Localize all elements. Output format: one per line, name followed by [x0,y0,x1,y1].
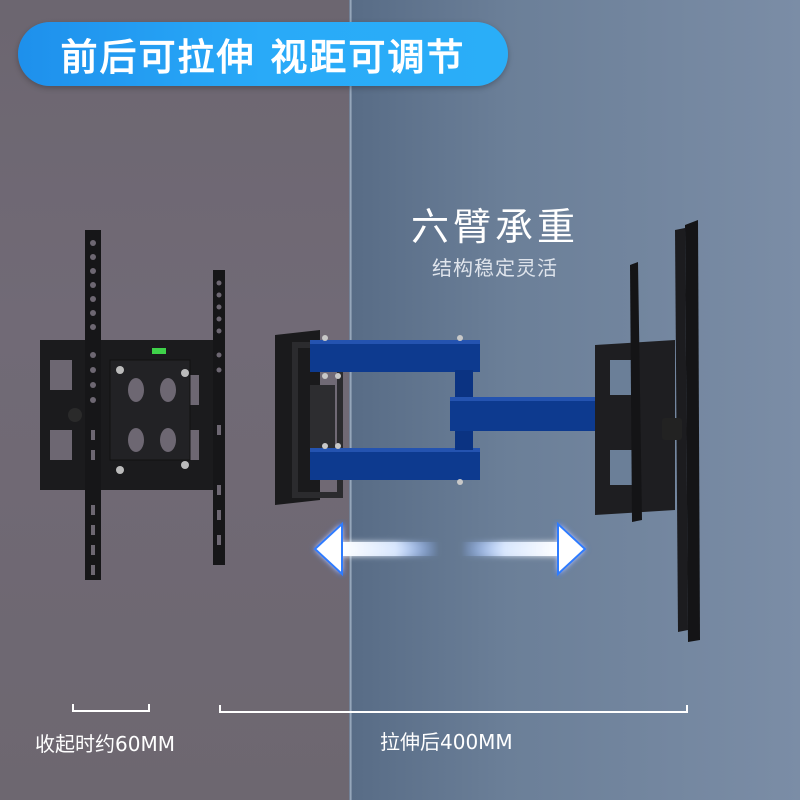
headline-banner: 前后可拉伸 视距可调节 [18,22,508,86]
folded-mount-icon [40,230,225,580]
panel-divider [349,0,352,800]
feature-title: 六臂承重 [410,205,579,249]
extended-mount-icon [275,220,700,642]
feature-subtitle: 结构稳定灵活 [432,256,558,280]
extended-depth-label: 拉伸后400MM [380,730,513,754]
banner-text: 前后可拉伸 视距可调节 [60,36,466,79]
folded-depth-bracket [72,704,150,712]
extended-depth-bracket [219,705,688,713]
extend-arrow-icon [313,521,587,577]
folded-depth-label: 收起时约60MM [35,732,175,756]
